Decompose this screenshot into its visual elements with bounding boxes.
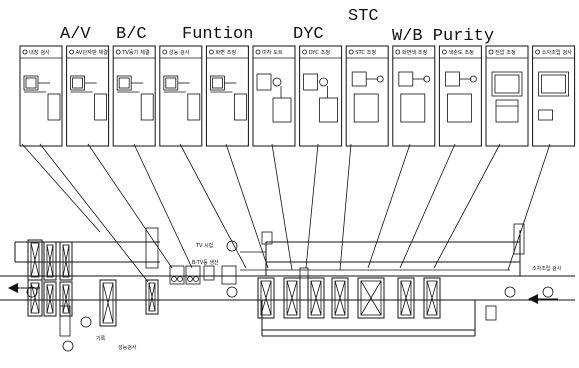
panel-frame bbox=[346, 46, 388, 146]
station-panel: TV등기 체결 bbox=[113, 46, 155, 146]
conveyor-unit bbox=[44, 282, 56, 316]
bullet-icon bbox=[303, 50, 307, 54]
station-panel: 성능 검사 bbox=[160, 46, 202, 146]
panel-title: 전압 조정 bbox=[495, 48, 516, 56]
bullet-icon bbox=[256, 50, 260, 54]
bullet-icon bbox=[23, 50, 27, 54]
conveyor-unit bbox=[308, 278, 324, 318]
station-panel: DYC 조정 bbox=[300, 46, 342, 146]
conveyor-unit bbox=[28, 280, 42, 316]
arrow-left-icon bbox=[8, 283, 40, 293]
annotation-record: 기록 bbox=[96, 335, 106, 342]
label-av: A/V bbox=[60, 25, 91, 44]
conveyor-unit bbox=[332, 278, 348, 318]
label-stc: STC bbox=[348, 7, 379, 26]
panel-frame bbox=[160, 46, 202, 146]
panel-frame bbox=[253, 46, 295, 146]
label-bc: B/C bbox=[116, 25, 147, 44]
conveyor-unit bbox=[146, 280, 158, 314]
conveyor-unit bbox=[258, 278, 274, 318]
conveyor-unit bbox=[398, 278, 414, 318]
annotation-inspection: 소자조립 검사 bbox=[532, 265, 562, 272]
station-illustration bbox=[257, 74, 291, 122]
conveyor-unit bbox=[60, 242, 72, 280]
bullet-icon bbox=[209, 50, 213, 54]
panel-title: 화면 조정 bbox=[215, 48, 236, 56]
panel-frame bbox=[300, 46, 342, 146]
bullet-icon bbox=[442, 50, 446, 54]
panel-frame bbox=[113, 46, 155, 146]
panel-title: DYC 조정 bbox=[309, 49, 331, 56]
panel-title: 성능 검사 bbox=[169, 48, 190, 56]
label-dyc: DYC bbox=[293, 25, 324, 44]
bullet-icon bbox=[70, 50, 74, 54]
station-panel: 전압 조정 bbox=[486, 46, 528, 146]
panel-title: 내장 검사 bbox=[29, 48, 50, 56]
arrow-left-icon bbox=[528, 294, 558, 304]
bullet-icon bbox=[349, 50, 353, 54]
conveyor-unit bbox=[100, 280, 116, 326]
bullet-icon bbox=[396, 50, 400, 54]
station-illustration bbox=[352, 72, 383, 122]
conveyor-unit bbox=[44, 242, 56, 280]
bullet-icon bbox=[489, 50, 493, 54]
station-illustration bbox=[304, 74, 338, 122]
bullet-icon bbox=[116, 50, 120, 54]
panel-frame bbox=[393, 46, 435, 146]
panel-title: TV등기 체결 bbox=[121, 48, 150, 56]
station-panel: 화면 조정 bbox=[206, 46, 248, 146]
conveyor-unit bbox=[284, 278, 300, 318]
station-panels: 내장 검사 AV단자판 체결 TV등기 체결 성능 검사 화면 조정 미자 도트 DYC 조… bbox=[20, 46, 575, 146]
station-illustration bbox=[445, 72, 476, 122]
panel-title: STC 조정 bbox=[355, 49, 376, 56]
panel-title: 색순도 조정 bbox=[448, 48, 474, 56]
conveyor-unit bbox=[358, 278, 384, 318]
station-illustration bbox=[117, 76, 153, 120]
label-function: Funtion bbox=[182, 25, 253, 44]
panel-frame bbox=[206, 46, 248, 146]
bullet-icon bbox=[536, 50, 540, 54]
station-panel: STC 조정 bbox=[346, 46, 388, 146]
station-illustration bbox=[71, 76, 107, 120]
panel-title: 소자조립 검사 bbox=[542, 48, 573, 56]
station-illustration bbox=[24, 76, 60, 120]
panel-frame bbox=[67, 46, 109, 146]
station-panel: AV단자판 체결 bbox=[67, 46, 109, 146]
line-devices bbox=[27, 224, 553, 351]
label-wb-purity: W/B Purity bbox=[392, 27, 494, 46]
station-illustration bbox=[399, 72, 430, 122]
panel-frame bbox=[20, 46, 62, 146]
conveyor-unit bbox=[424, 278, 440, 318]
panel-title: 화면색 조정 bbox=[402, 48, 428, 56]
station-panel: 화면색 조정 bbox=[393, 46, 435, 146]
annotation-tv-production: B-TV등 생산 bbox=[192, 259, 219, 266]
annotation-performance: 성능검사 bbox=[118, 344, 137, 351]
station-panel: 색순도 조정 bbox=[439, 46, 481, 146]
station-illustration bbox=[539, 72, 569, 120]
conveyor-unit bbox=[28, 240, 42, 280]
station-illustration bbox=[164, 76, 200, 120]
station-panel: 소자조립 검사 bbox=[533, 46, 575, 146]
bullet-icon bbox=[163, 50, 167, 54]
station-panel: 미자 도트 bbox=[253, 46, 295, 146]
station-illustration bbox=[210, 76, 246, 120]
panel-title: 미자 도트 bbox=[262, 48, 283, 56]
conveyor-units bbox=[28, 240, 440, 326]
panel-frame bbox=[439, 46, 481, 146]
station-panel: 내장 검사 bbox=[20, 46, 62, 146]
panel-title: AV단자판 체결 bbox=[76, 48, 109, 56]
leader-lines bbox=[22, 144, 550, 282]
annotation-tv-test: TV 시험 bbox=[195, 243, 213, 249]
station-illustration bbox=[492, 72, 522, 122]
